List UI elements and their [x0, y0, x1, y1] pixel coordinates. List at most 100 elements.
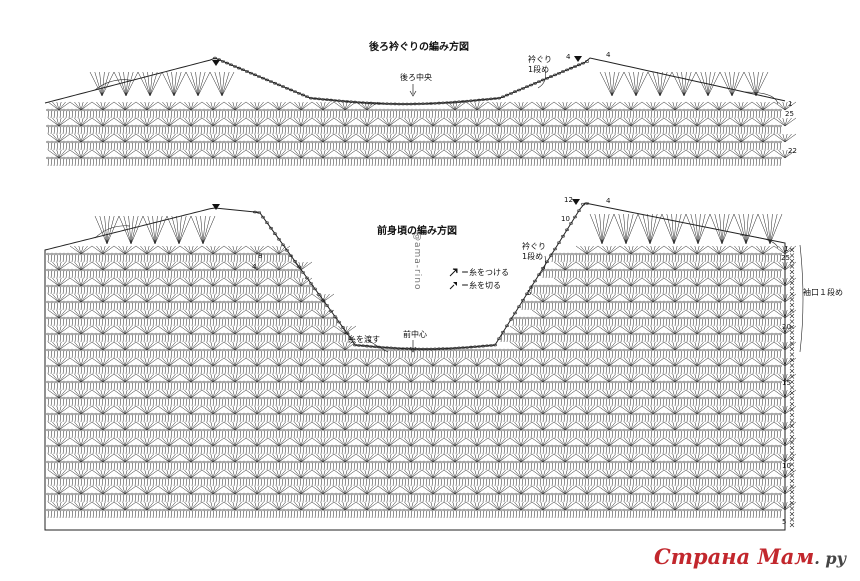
stitch-mark [767, 142, 770, 151]
stitch-mark [329, 142, 332, 151]
stitch-mark [628, 261, 632, 271]
stitch-mark [278, 277, 282, 287]
stitch-mark [317, 110, 320, 119]
stitch-mark [50, 124, 54, 128]
stitch-mark [58, 309, 66, 319]
stitch-mark [59, 158, 62, 167]
stitch-mark [184, 261, 192, 271]
stitch-mark [223, 149, 236, 159]
stitch-mark [245, 142, 248, 151]
stitch-mark [182, 156, 186, 160]
stitch-mark [144, 149, 148, 159]
stitch-mark [770, 300, 774, 304]
stitch-mark [548, 270, 551, 279]
stitch-mark [605, 254, 608, 263]
stitch-mark [524, 302, 527, 311]
stitch-mark [712, 293, 720, 303]
stitch-mark [242, 156, 246, 160]
stitch-mark [584, 293, 588, 303]
stitch-mark [206, 302, 209, 311]
stitch-mark [362, 158, 365, 167]
stitch-mark [690, 101, 698, 111]
stitch-mark [254, 110, 257, 119]
stitch-mark [658, 140, 662, 144]
stitch-mark [158, 156, 162, 160]
stitch-mark [652, 133, 656, 143]
stitch-mark [677, 254, 680, 263]
stitch-mark [617, 302, 620, 311]
stitch-mark [718, 101, 726, 111]
stitch-mark [242, 316, 246, 320]
stitch-mark [106, 124, 110, 128]
stitch-mark [663, 261, 676, 271]
stitch-mark [602, 126, 605, 135]
stitch-mark [179, 245, 192, 255]
stitch-mark [566, 286, 569, 295]
stitch-mark [326, 108, 330, 112]
stitch-mark [179, 302, 182, 311]
stitch-mark [696, 261, 704, 271]
stitch-mark [683, 71, 697, 97]
stitch-mark [320, 101, 324, 111]
stitch-mark [394, 156, 398, 160]
stitch-mark [622, 300, 626, 304]
stitch-mark [150, 124, 154, 128]
stitch-mark [686, 300, 690, 304]
stitch-mark [776, 126, 779, 135]
stitch-mark [716, 318, 719, 327]
stitch-mark [300, 261, 308, 271]
stitch-mark [454, 117, 462, 127]
stitch-mark [289, 261, 302, 271]
stitch-mark [652, 117, 660, 127]
stitch-mark [731, 142, 734, 151]
stitch-mark [782, 245, 786, 255]
stitch-mark [695, 318, 698, 327]
stitch-mark [179, 277, 192, 287]
stitch-mark [246, 156, 250, 160]
stitch-mark [756, 117, 764, 127]
stitch-mark [564, 101, 572, 111]
stitch-mark [131, 270, 134, 279]
stitch-mark [719, 270, 722, 279]
stitch-mark [538, 284, 542, 288]
stitch-mark [512, 158, 515, 167]
stitch-mark [446, 142, 449, 151]
stitch-mark [80, 133, 84, 143]
stitch-mark [149, 71, 158, 97]
stitch-mark [597, 261, 610, 271]
stitch-mark [774, 156, 778, 160]
stitch-mark [83, 334, 86, 343]
stitch-mark [101, 318, 104, 327]
stitch-mark [296, 302, 299, 311]
stitch-mark [586, 309, 594, 319]
stitch-mark [518, 110, 521, 119]
stitch-mark [143, 126, 146, 135]
stitch-mark [432, 133, 440, 143]
stitch-mark [572, 302, 575, 311]
stitch-mark [124, 309, 132, 319]
stitch-mark [530, 302, 533, 311]
stitch-mark [232, 101, 236, 111]
stitch-mark [272, 277, 280, 287]
stitch-mark [539, 158, 542, 167]
stitch-mark [78, 261, 82, 271]
stitch-mark [663, 245, 676, 255]
stitch-mark [706, 284, 710, 288]
stitch-mark [542, 309, 555, 319]
stitch-mark [66, 268, 70, 272]
stitch-mark [766, 156, 770, 160]
stitch-mark [232, 309, 236, 319]
stitch-mark [91, 117, 104, 127]
stitch-mark [506, 126, 509, 135]
stitch-mark [590, 252, 594, 256]
stitch-mark [190, 261, 194, 271]
stitch-mark [174, 124, 178, 128]
stitch-mark [620, 318, 623, 327]
stitch-mark [530, 316, 534, 320]
stitch-mark [646, 300, 650, 304]
stitch-mark [776, 318, 779, 327]
stitch-mark [404, 133, 412, 143]
stitch-mark [619, 117, 632, 127]
neck-chain [464, 99, 470, 103]
stitch-mark [773, 126, 776, 135]
